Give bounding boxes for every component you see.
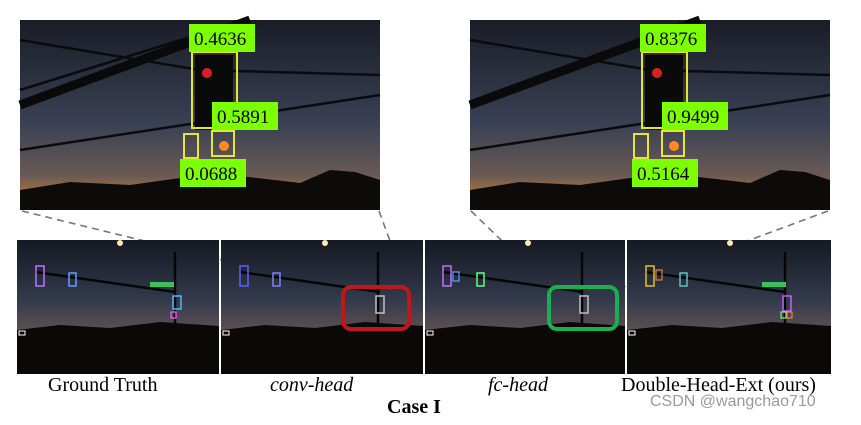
connector-line	[470, 210, 554, 291]
pred-box	[442, 265, 452, 287]
pred-box	[239, 265, 249, 287]
score-label: 0.5891	[217, 107, 269, 128]
panel-fc-head	[425, 240, 625, 374]
zoom-left: 0.4636 0.5891 0.0688	[18, 15, 381, 210]
street-sign	[150, 282, 174, 287]
case-label: Case I	[387, 396, 441, 418]
panel-conv-head	[221, 240, 423, 374]
gt-box	[172, 295, 182, 310]
treeline	[425, 322, 625, 374]
score-label: 0.8376	[645, 29, 697, 50]
gt-box	[35, 265, 45, 287]
pred-box	[579, 295, 589, 314]
score-label: 0.0688	[185, 164, 237, 185]
panel-ground-truth	[17, 240, 219, 374]
pred-box	[476, 272, 485, 287]
pred-box	[780, 311, 787, 319]
caption-fc-head: fc-head	[488, 374, 548, 396]
caption-double-head-ext: Double-Head-Ext (ours)	[621, 374, 816, 396]
pred-box	[655, 269, 663, 281]
zoom-right-orange-light	[669, 141, 679, 151]
corner-marker	[222, 330, 230, 336]
street-lamp	[727, 240, 733, 246]
zoom-left-treeline	[20, 170, 380, 210]
score-label: 0.9499	[667, 107, 719, 128]
treeline	[627, 322, 831, 374]
gt-box	[68, 272, 77, 287]
treeline	[221, 322, 423, 374]
score-label: 0.4636	[194, 29, 246, 50]
highlight-box-green	[547, 285, 619, 331]
score-label-bg	[212, 102, 278, 130]
signal-arm	[644, 252, 787, 330]
corner-marker	[628, 330, 636, 336]
caption-ground-truth: Ground Truth	[48, 374, 158, 396]
zoom-right-box-c	[633, 133, 649, 159]
score-label-bg	[640, 24, 706, 52]
street-sign	[762, 282, 786, 287]
gt-box	[170, 311, 177, 319]
zoom-right-treeline	[470, 170, 830, 210]
zoom-left-orange-light	[219, 141, 229, 151]
highlight-box-red	[341, 285, 411, 331]
watermark: CSDN @wangchao710	[650, 393, 816, 410]
corner-marker	[18, 330, 26, 336]
score-label-bg	[662, 102, 728, 130]
corner-marker	[426, 330, 434, 336]
zoom-left-box-c	[183, 133, 199, 159]
street-lamp	[117, 240, 123, 246]
pred-box	[272, 272, 281, 287]
zoom-right-box-b	[661, 130, 685, 157]
pred-box	[786, 311, 793, 319]
zoom-right: 0.8376 0.9499 0.5164	[468, 15, 831, 210]
score-label: 0.5164	[637, 164, 690, 185]
pred-box	[645, 265, 655, 287]
treeline	[17, 322, 219, 374]
score-label-bg	[180, 159, 246, 187]
signal-arm	[34, 252, 177, 330]
score-label-bg	[189, 24, 255, 52]
caption-conv-head: conv-head	[270, 374, 354, 396]
score-label-bg	[632, 159, 698, 187]
pred-box	[782, 295, 792, 312]
zoom-left-box-b	[211, 130, 235, 157]
pred-box	[452, 271, 460, 282]
zoom-left-red-light	[202, 68, 212, 78]
street-lamp	[525, 240, 531, 246]
pred-box	[375, 295, 385, 314]
street-lamp	[322, 240, 328, 246]
zoom-right-red-light	[652, 68, 662, 78]
panel-double-head-ext	[627, 240, 831, 374]
pred-box	[679, 272, 688, 287]
